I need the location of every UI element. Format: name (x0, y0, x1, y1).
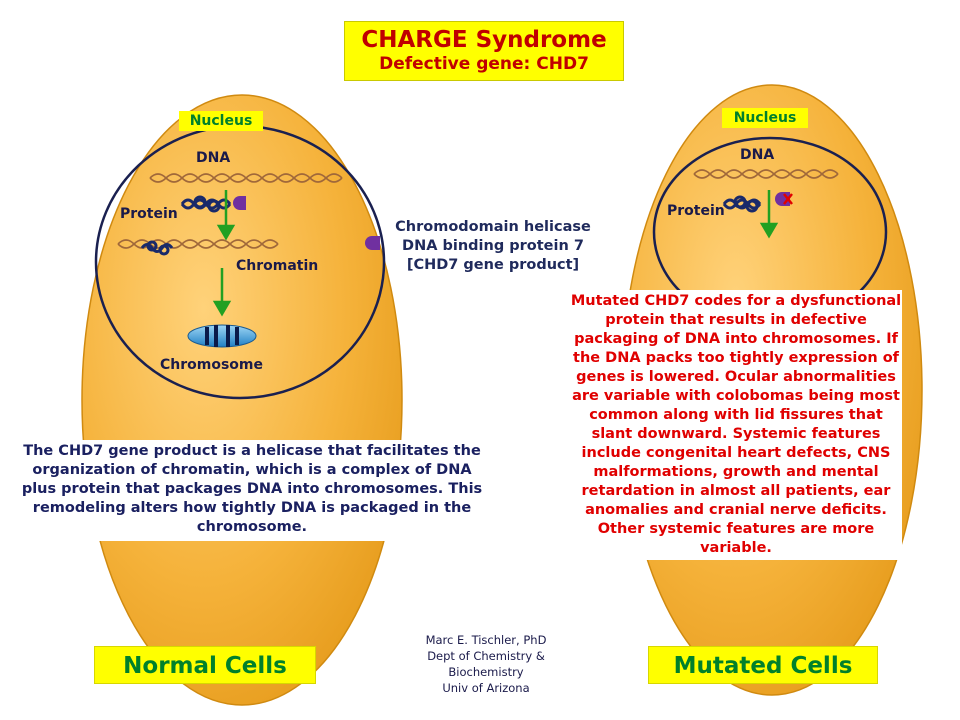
normal-nucleus-label: Nucleus (179, 111, 263, 131)
normal-chromatin-coil (140, 240, 174, 256)
credit-line-univ: Univ of Arizona (442, 681, 530, 695)
gene-product-description: Chromodomain helicase DNA binding protei… (395, 219, 591, 273)
mutated-arrow (759, 190, 779, 239)
normal-chromosome-label: Chromosome (160, 357, 264, 373)
normal-chd7-protein (233, 196, 246, 210)
credit-line-dept: Dept of Chemistry & (427, 649, 545, 663)
mutated-dna-label: DNA (740, 147, 775, 163)
credit-line-author: Marc E. Tischler, PhD (425, 633, 547, 647)
page-title: CHARGE Syndrome (361, 27, 607, 53)
center-chd7-protein (365, 236, 380, 250)
normal-protein-coil (180, 195, 232, 213)
author-credits: Marc E. Tischler, PhD Dept of Chemistry … (386, 632, 586, 696)
mutated-nucleus-label: Nucleus (722, 108, 808, 128)
normal-cell-body (81, 94, 403, 706)
mutated-protein-coil (722, 195, 762, 213)
credit-line-biochem: Biochemistry (448, 665, 524, 679)
normal-cells-caption: Normal Cells (94, 646, 316, 684)
normal-chromatin-label: Chromatin (236, 258, 319, 274)
normal-dna-label: DNA (196, 150, 231, 166)
chromosome-icon (187, 324, 257, 348)
normal-protein-label: Protein (120, 206, 178, 222)
page-subtitle: Defective gene: CHD7 (379, 54, 589, 74)
mutated-protein-label: Protein (667, 203, 725, 219)
mutated-dna-strand (693, 169, 839, 179)
normal-cell (81, 94, 403, 706)
mutated-cells-caption: Mutated Cells (648, 646, 878, 684)
mutated-cell-description: Mutated CHD7 codes for a dysfunctional p… (570, 290, 902, 560)
normal-cell-description: The CHD7 gene product is a helicase that… (18, 440, 486, 541)
normal-arrows (212, 190, 236, 317)
normal-dna-strand (149, 173, 343, 183)
title-box: CHARGE Syndrome Defective gene: CHD7 (344, 21, 624, 81)
mutated-chd7-protein (775, 192, 793, 206)
normal-chromatin-strand (117, 239, 279, 249)
